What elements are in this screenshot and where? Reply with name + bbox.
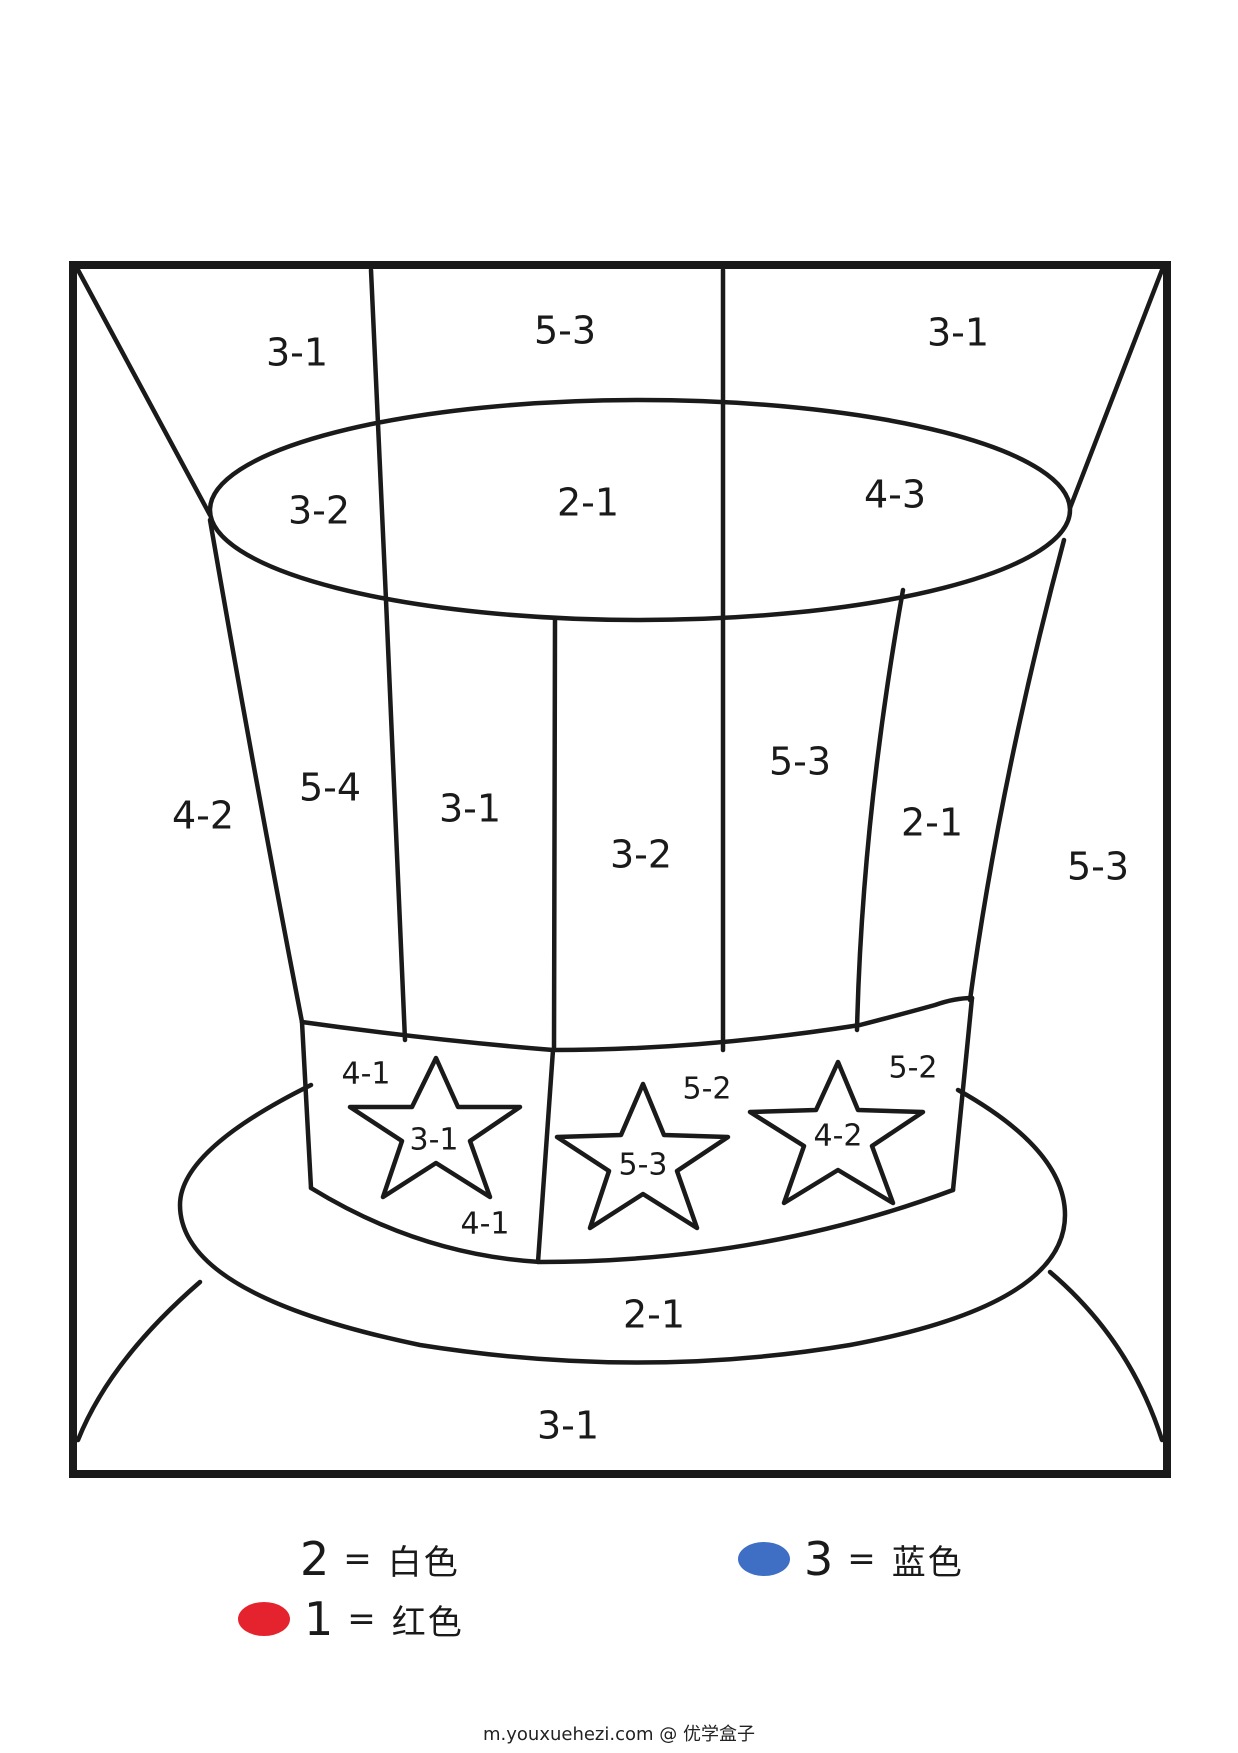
label-stripe-2: 3-1 <box>439 787 501 831</box>
label-band-left-bottom: 4-1 <box>461 1207 510 1242</box>
label-stripe-5: 2-1 <box>901 801 963 845</box>
label-band-left-top: 4-1 <box>342 1057 391 1092</box>
stripe-line-3 <box>854 587 906 1033</box>
label-brim: 2-1 <box>623 1293 685 1337</box>
label-bottom: 3-1 <box>537 1404 599 1448</box>
label-top-right: 3-1 <box>927 311 989 355</box>
band-divider <box>535 1047 556 1265</box>
label-ellipse-right: 4-3 <box>864 473 926 517</box>
label-outer-left: 4-2 <box>172 794 234 838</box>
legend-red: 1 = 红色 <box>238 1592 464 1646</box>
band-left-side <box>299 1019 314 1191</box>
legend-red-equals: = <box>347 1599 376 1639</box>
legend-blue-equals: = <box>847 1539 876 1579</box>
bottom-right-arc <box>1047 1269 1165 1443</box>
legend-white-number: 2 <box>300 1532 330 1586</box>
legend-white: 2 = 白色 <box>300 1532 460 1586</box>
label-top-left: 3-1 <box>266 331 328 375</box>
label-stripe-4: 5-3 <box>769 740 831 784</box>
blue-paint-blob-icon <box>738 1542 790 1576</box>
label-band-right-top: 5-2 <box>889 1051 938 1086</box>
top-left-diagonal <box>75 267 213 518</box>
band-top-edge <box>299 995 975 1053</box>
label-outer-right: 5-3 <box>1067 845 1129 889</box>
top-right-diagonal <box>1067 267 1165 511</box>
label-top-mid: 5-3 <box>534 309 596 353</box>
top-vertical-left <box>368 267 389 603</box>
crown-left-side <box>207 517 305 1025</box>
legend-red-label: 红色 <box>391 1602 464 1643</box>
stripe-line-1 <box>383 597 408 1043</box>
footer-watermark: m.youxuehezi.com @ 优学盒子 <box>482 1724 755 1745</box>
legend-blue: 3 = 蓝色 <box>738 1532 964 1586</box>
star-1 <box>347 1055 523 1200</box>
band-bottom-edge <box>308 1185 956 1265</box>
label-star-3: 4-2 <box>814 1119 863 1154</box>
legend-white-equals: = <box>343 1539 372 1579</box>
red-paint-blob-icon <box>238 1602 290 1636</box>
legend-blue-label: 蓝色 <box>891 1542 964 1583</box>
hat-top-ellipse <box>207 397 1073 623</box>
label-star-2: 5-3 <box>619 1148 668 1183</box>
label-band-mid-top: 5-2 <box>683 1072 732 1107</box>
legend-red-number: 1 <box>304 1592 334 1646</box>
label-stripe-3: 3-2 <box>610 833 672 877</box>
label-ellipse-left: 3-2 <box>288 489 350 533</box>
legend-blue-number: 3 <box>804 1532 834 1586</box>
star-2 <box>554 1081 731 1231</box>
outer-frame <box>69 261 1171 1478</box>
stripe-line-2 <box>551 617 558 1053</box>
brim-outer <box>177 1082 1068 1365</box>
legend-white-label: 白色 <box>387 1542 460 1583</box>
bottom-left-arc <box>75 1279 203 1443</box>
label-star-1: 3-1 <box>410 1123 459 1158</box>
crown-right-side <box>967 537 1067 1003</box>
label-stripe-1: 5-4 <box>299 766 361 810</box>
label-ellipse-mid: 2-1 <box>557 481 619 525</box>
star-3 <box>747 1059 926 1206</box>
